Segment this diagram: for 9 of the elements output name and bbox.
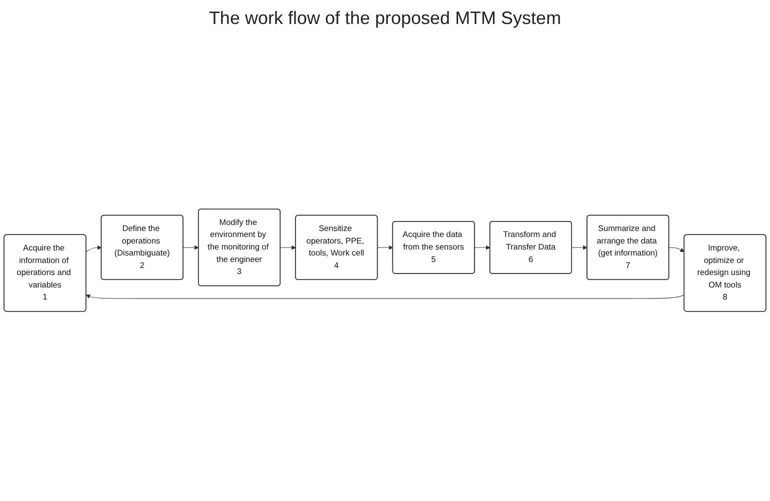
arrow	[377, 246, 394, 250]
diagram-title: The work flow of the proposed MTM System	[208, 8, 562, 29]
arrow	[572, 246, 588, 250]
arrow	[86, 294, 685, 300]
arrow	[280, 246, 296, 250]
arrow	[86, 246, 102, 252]
arrow	[668, 248, 685, 252]
arrow	[183, 246, 199, 250]
arrow	[474, 246, 490, 250]
